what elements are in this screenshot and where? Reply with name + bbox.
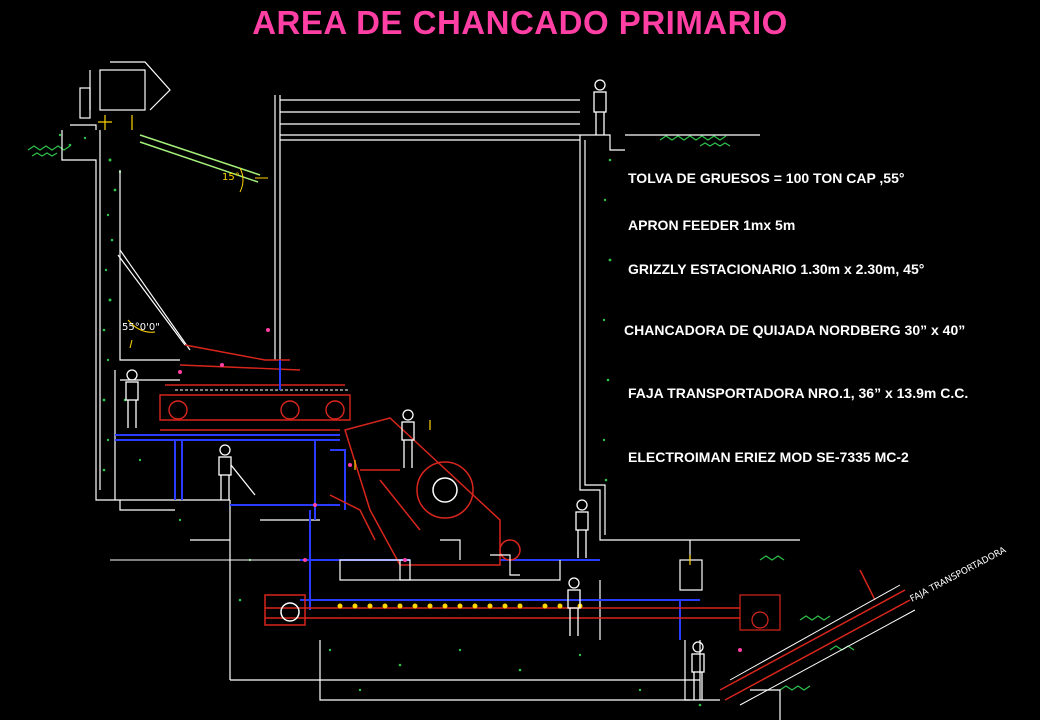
person-figure xyxy=(593,79,607,135)
connection-points xyxy=(178,328,742,652)
apron-feeder xyxy=(159,344,351,431)
person-figure xyxy=(691,641,705,700)
conveyor-belt-1 xyxy=(264,594,740,626)
spec-tolva: TOLVA DE GRUESOS = 100 TON CAP ,55° xyxy=(628,170,905,186)
angle-label-top: 15° xyxy=(222,172,240,183)
person-figure xyxy=(567,577,581,636)
spec-apron-feeder: APRON FEEDER 1mx 5m xyxy=(628,217,796,233)
person-figure xyxy=(401,409,415,468)
person-figure xyxy=(218,444,256,500)
soil-dots xyxy=(58,133,702,707)
dimension-markers xyxy=(98,115,691,565)
angle-mark-hopper xyxy=(127,319,156,349)
crusher-base xyxy=(339,539,561,581)
person-figure xyxy=(575,499,589,558)
inclined-conveyor-rails xyxy=(729,584,916,706)
person-figure xyxy=(125,369,139,428)
jaw-crusher xyxy=(329,417,521,566)
person-figures xyxy=(125,79,705,700)
conveyor-idlers xyxy=(337,603,583,609)
spec-electroiman: ELECTROIMAN ERIEZ MOD SE-7335 MC-2 xyxy=(628,449,909,465)
spec-grizzly: GRIZZLY ESTACIONARIO 1.30m x 2.30m, 45° xyxy=(628,261,925,277)
ground-vegetation xyxy=(27,135,855,691)
drawing-title: AREA DE CHANCADO PRIMARIO xyxy=(252,4,788,41)
blue-platforms xyxy=(115,360,700,640)
spec-faja: FAJA TRANSPORTADORA NRO.1, 36” x 13.9m C… xyxy=(628,385,969,401)
concrete-walls xyxy=(61,95,800,720)
inclined-conveyor xyxy=(719,569,911,701)
angle-label-hopper: 55°0'0" xyxy=(122,322,160,333)
top-feeder-frame xyxy=(79,61,171,119)
conveyor-label: FAJA TRANSPORTADORA xyxy=(909,545,1009,605)
electromagnet xyxy=(679,540,781,701)
angle-mark-top xyxy=(239,167,268,193)
spec-chancadora: CHANCADORA DE QUIJADA NORDBERG 30” x 40” xyxy=(624,322,966,338)
